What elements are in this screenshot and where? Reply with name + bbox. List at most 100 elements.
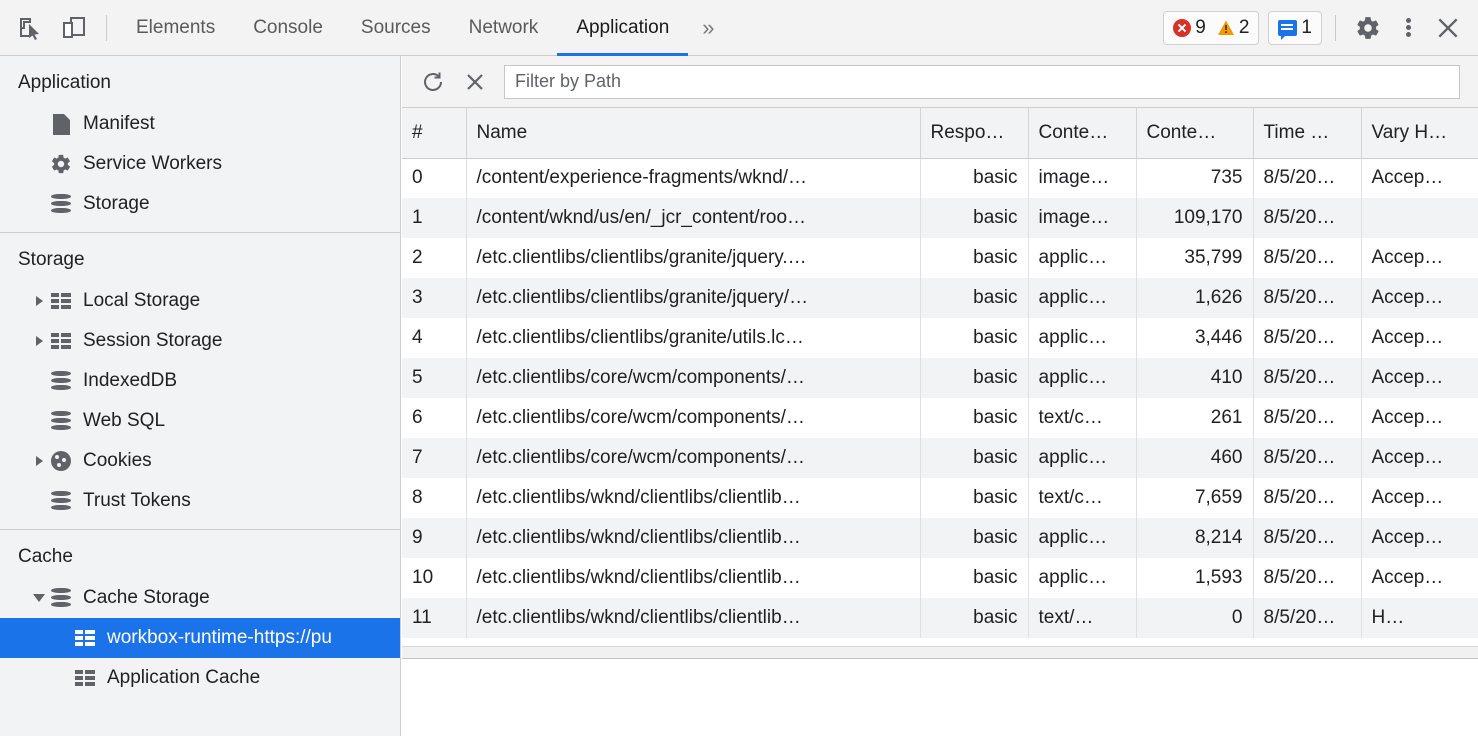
- cell-response-type: basic: [920, 198, 1028, 238]
- sidebar-item-session-storage[interactable]: Session Storage: [0, 321, 400, 361]
- sidebar-item-label: IndexedDB: [83, 370, 177, 392]
- column-header-vary-header[interactable]: Vary H…: [1361, 108, 1478, 158]
- refresh-icon[interactable]: [412, 62, 454, 102]
- sidebar-item-workbox-runtime[interactable]: workbox-runtime-https://pu: [0, 618, 400, 658]
- application-sidebar[interactable]: Application Manifest Service Workers Sto…: [0, 56, 401, 736]
- message-counter[interactable]: 1: [1278, 17, 1312, 39]
- cell-name: /etc.clientlibs/clientlibs/granite/jquer…: [466, 238, 920, 278]
- sidebar-item-local-storage[interactable]: Local Storage: [0, 281, 400, 321]
- table-icon: [48, 289, 74, 313]
- sidebar-item-manifest[interactable]: Manifest: [0, 104, 400, 144]
- table-row[interactable]: 1 /content/wknd/us/en/_jcr_content/roo… …: [402, 198, 1478, 238]
- tab-console[interactable]: Console: [234, 0, 342, 56]
- column-header-content-length[interactable]: Conte…: [1136, 108, 1253, 158]
- cell-response-type: basic: [920, 478, 1028, 518]
- gear-icon[interactable]: [1348, 8, 1388, 48]
- cell-time-cached: 8/5/20…: [1253, 558, 1361, 598]
- chevron-down-icon[interactable]: [30, 594, 48, 602]
- tab-application[interactable]: Application: [557, 0, 688, 56]
- cell-vary-header: Accep…: [1361, 438, 1478, 478]
- cell-index: 9: [402, 518, 466, 558]
- chevron-right-icon[interactable]: [30, 456, 48, 466]
- cell-content-type: applic…: [1028, 438, 1136, 478]
- column-header-response-type[interactable]: Respo…: [920, 108, 1028, 158]
- cell-content-length: 261: [1136, 398, 1253, 438]
- cell-response-type: basic: [920, 558, 1028, 598]
- chevron-right-icon[interactable]: [30, 336, 48, 346]
- table-row[interactable]: 8 /etc.clientlibs/wknd/clientlibs/client…: [402, 478, 1478, 518]
- cell-name: /etc.clientlibs/clientlibs/granite/jquer…: [466, 278, 920, 318]
- table-row[interactable]: 11 /etc.clientlibs/wknd/clientlibs/clien…: [402, 598, 1478, 638]
- chevron-right-icon[interactable]: [30, 296, 48, 306]
- table-row[interactable]: 6 /etc.clientlibs/core/wcm/components/… …: [402, 398, 1478, 438]
- more-tabs-icon[interactable]: »: [688, 0, 728, 56]
- cell-content-type: applic…: [1028, 518, 1136, 558]
- cache-entries-table-wrapper[interactable]: # Name Respo… Conte… Conte… Time … Vary …: [402, 108, 1478, 659]
- messages-counter-group[interactable]: 1: [1268, 11, 1322, 45]
- issues-counter-group[interactable]: 9 2: [1163, 11, 1259, 45]
- cell-response-type: basic: [920, 278, 1028, 318]
- sidebar-item-cache-storage[interactable]: Cache Storage: [0, 578, 400, 618]
- cell-index: 6: [402, 398, 466, 438]
- table-row[interactable]: 3 /etc.clientlibs/clientlibs/granite/jqu…: [402, 278, 1478, 318]
- cell-index: 2: [402, 238, 466, 278]
- column-header-index[interactable]: #: [402, 108, 466, 158]
- sidebar-item-indexeddb[interactable]: IndexedDB: [0, 361, 400, 401]
- sidebar-item-application-cache[interactable]: Application Cache: [0, 658, 400, 698]
- cell-vary-header: Accep…: [1361, 358, 1478, 398]
- sidebar-item-service-workers[interactable]: Service Workers: [0, 144, 400, 184]
- close-icon[interactable]: [1428, 8, 1468, 48]
- table-row[interactable]: 4 /etc.clientlibs/clientlibs/granite/uti…: [402, 318, 1478, 358]
- table-icon: [72, 626, 98, 650]
- document-icon: [48, 112, 74, 136]
- cell-content-type: text/c…: [1028, 478, 1136, 518]
- inspect-element-icon[interactable]: [8, 8, 52, 48]
- table-header: # Name Respo… Conte… Conte… Time … Vary …: [402, 108, 1478, 158]
- cell-name: /etc.clientlibs/core/wcm/components/…: [466, 438, 920, 478]
- panel-tabs: Elements Console Sources Network Applica…: [117, 0, 729, 56]
- horizontal-scrollbar[interactable]: [402, 646, 1478, 659]
- cell-content-type: image…: [1028, 158, 1136, 198]
- sidebar-item-storage[interactable]: Storage: [0, 184, 400, 224]
- cell-content-type: applic…: [1028, 558, 1136, 598]
- table-row[interactable]: 9 /etc.clientlibs/wknd/clientlibs/client…: [402, 518, 1478, 558]
- devtools-toolbar: Elements Console Sources Network Applica…: [0, 0, 1478, 56]
- tab-elements[interactable]: Elements: [117, 0, 234, 56]
- cell-response-type: basic: [920, 598, 1028, 638]
- cell-time-cached: 8/5/20…: [1253, 238, 1361, 278]
- database-icon: [48, 489, 74, 513]
- error-counter[interactable]: 9: [1173, 17, 1206, 39]
- cell-response-type: basic: [920, 358, 1028, 398]
- column-header-name[interactable]: Name: [466, 108, 920, 158]
- cell-time-cached: 8/5/20…: [1253, 598, 1361, 638]
- table-row[interactable]: 10 /etc.clientlibs/wknd/clientlibs/clien…: [402, 558, 1478, 598]
- device-toolbar-icon[interactable]: [52, 8, 96, 48]
- cell-name: /etc.clientlibs/wknd/clientlibs/clientli…: [466, 558, 920, 598]
- table-row[interactable]: 2 /etc.clientlibs/clientlibs/granite/jqu…: [402, 238, 1478, 278]
- sidebar-item-trust-tokens[interactable]: Trust Tokens: [0, 481, 400, 521]
- column-header-time-cached[interactable]: Time …: [1253, 108, 1361, 158]
- table-row[interactable]: 7 /etc.clientlibs/core/wcm/components/… …: [402, 438, 1478, 478]
- sidebar-item-label: Trust Tokens: [83, 490, 191, 512]
- clear-icon[interactable]: [454, 62, 496, 102]
- sidebar-item-web-sql[interactable]: Web SQL: [0, 401, 400, 441]
- cell-response-type: basic: [920, 438, 1028, 478]
- cell-content-length: 735: [1136, 158, 1253, 198]
- tab-sources[interactable]: Sources: [342, 0, 450, 56]
- more-options-icon[interactable]: [1388, 8, 1428, 48]
- sidebar-item-label: Manifest: [83, 113, 155, 135]
- warning-counter[interactable]: 2: [1217, 17, 1250, 39]
- cell-vary-header: Accep…: [1361, 478, 1478, 518]
- sidebar-section-application: Application Manifest Service Workers Sto…: [0, 56, 400, 233]
- table-row[interactable]: 5 /etc.clientlibs/core/wcm/components/… …: [402, 358, 1478, 398]
- cell-content-length: 1,626: [1136, 278, 1253, 318]
- cell-index: 5: [402, 358, 466, 398]
- table-row[interactable]: 0 /content/experience-fragments/wknd/… b…: [402, 158, 1478, 198]
- tab-network[interactable]: Network: [450, 0, 558, 56]
- filter-by-path-input[interactable]: [504, 65, 1460, 99]
- sidebar-item-cookies[interactable]: Cookies: [0, 441, 400, 481]
- cell-content-type: image…: [1028, 198, 1136, 238]
- warning-count: 2: [1239, 17, 1250, 39]
- cell-content-length: 3,446: [1136, 318, 1253, 358]
- column-header-content-type[interactable]: Conte…: [1028, 108, 1136, 158]
